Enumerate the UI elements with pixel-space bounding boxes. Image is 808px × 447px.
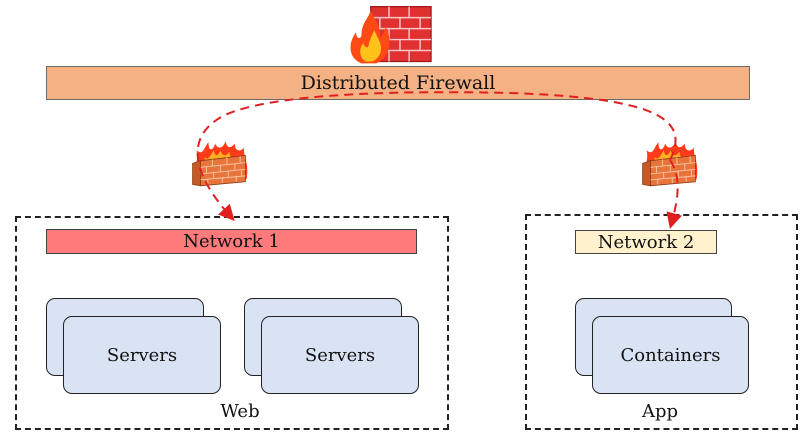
containers-card: Containers <box>592 316 749 394</box>
network-1-label: Network 1 <box>46 229 417 254</box>
distributed-firewall-bar: Distributed Firewall <box>46 66 750 100</box>
arrow-to-network-2 <box>666 159 682 229</box>
app-group <box>525 214 798 430</box>
distributed-firewall-label: Distributed Firewall <box>300 72 496 94</box>
app-group-caption: App <box>641 401 679 422</box>
network-2-label: Network 2 <box>575 230 717 254</box>
arrow-to-network-1 <box>196 91 677 221</box>
servers-card: Servers <box>261 316 419 394</box>
web-group-caption: Web <box>220 401 260 422</box>
servers-card: Servers <box>63 316 221 394</box>
